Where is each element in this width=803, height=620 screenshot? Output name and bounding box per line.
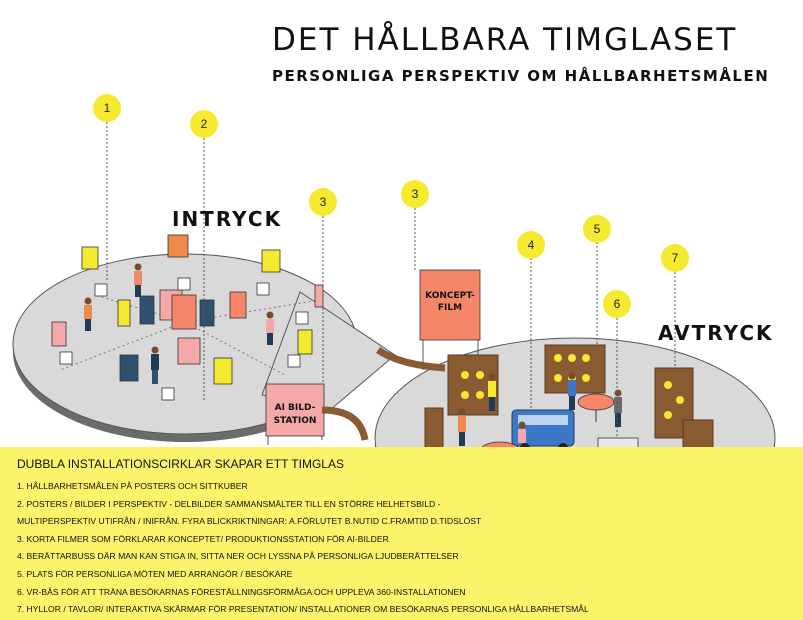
- poster-panel: [139, 295, 155, 325]
- poster-panel: [297, 329, 313, 355]
- poster-panel: [119, 354, 139, 382]
- poster-panel: [167, 234, 189, 258]
- marker-5: 5: [583, 215, 611, 243]
- legend-band: [0, 447, 803, 620]
- poster-panel: [213, 357, 233, 385]
- zone-label-avtryck: AVTRYCK: [658, 321, 774, 345]
- marker-2: 2: [190, 110, 218, 138]
- legend-title: DUBBLA INSTALLATIONSCIRKLAR SKAPAR ETT T…: [17, 457, 344, 471]
- legend-item: 3. KORTA FILMER SOM FÖRKLARAR KONCEPTET/…: [17, 533, 389, 544]
- legend-item: 5. PLATS FÖR PERSONLIGA MÖTEN MED ARRANG…: [17, 568, 293, 579]
- ai-sign-line2: STATION: [274, 416, 317, 426]
- koncept-sign-line1: KONCEPT-: [425, 291, 475, 301]
- legend-item: 1. HÅLLBARHETSMÅLEN PÅ POSTERS OCH SITTK…: [17, 481, 248, 491]
- poster-panel: [117, 299, 131, 327]
- poster-panel: [314, 284, 324, 308]
- marker-3-right: 3: [401, 180, 429, 208]
- ai-sign-line1: AI BILD-: [275, 403, 316, 413]
- marker-4: 4: [517, 231, 545, 259]
- poster-panel: [171, 294, 197, 330]
- koncept-sign-line2: FILM: [438, 303, 462, 313]
- marker-7: 7: [661, 244, 689, 272]
- visitors-right: [458, 372, 622, 446]
- ai-station: [265, 383, 369, 445]
- poster-panel: [51, 321, 67, 347]
- poster-panel: [199, 299, 215, 327]
- legend-item: 6. VR-BÅS FÖR ATT TRÄNA BESÖKARNAS FÖRES…: [17, 586, 466, 597]
- page-title: DET HÅLLBARA TIMGLASET: [272, 22, 738, 58]
- seat-cubes: [59, 277, 309, 401]
- legend-item: 7. HYLLOR / TAVLOR/ INTERAKTIVA SKÄRMAR …: [17, 604, 589, 615]
- koncept-station: [376, 269, 481, 372]
- legend-list: 1. HÅLLBARHETSMÅLEN PÅ POSTERS OCH SITTK…: [17, 478, 589, 619]
- poster-panel: [81, 246, 99, 270]
- poster-panels: [51, 234, 324, 385]
- legend-item: MULTIPERSPEKTIV UTIFRÅN / INIFRÅN. FYRA …: [17, 516, 482, 527]
- koncept-sign: [419, 269, 481, 341]
- marker-6: 6: [603, 290, 631, 318]
- page-subtitle: PERSONLIGA PERSPEKTIV OM HÅLLBARHETSMÅLE…: [272, 67, 770, 85]
- leader-lines: [106, 122, 676, 438]
- marker-1: 1: [93, 94, 121, 122]
- poster-panel: [261, 249, 281, 273]
- poster-panel: [229, 291, 247, 319]
- zone-label-intryck: INTRYCK: [172, 207, 283, 231]
- legend-item: 2. POSTERS / BILDER I PERSPEKTIV - DELBI…: [17, 498, 441, 509]
- legend-item: 4. BERÄTTARBUSS DÄR MAN KAN STIGA IN, SI…: [17, 551, 459, 562]
- marker-3-left: 3: [309, 188, 337, 216]
- poster-panel: [177, 337, 201, 365]
- ai-sign: [265, 383, 325, 437]
- visitors-left: [84, 263, 274, 384]
